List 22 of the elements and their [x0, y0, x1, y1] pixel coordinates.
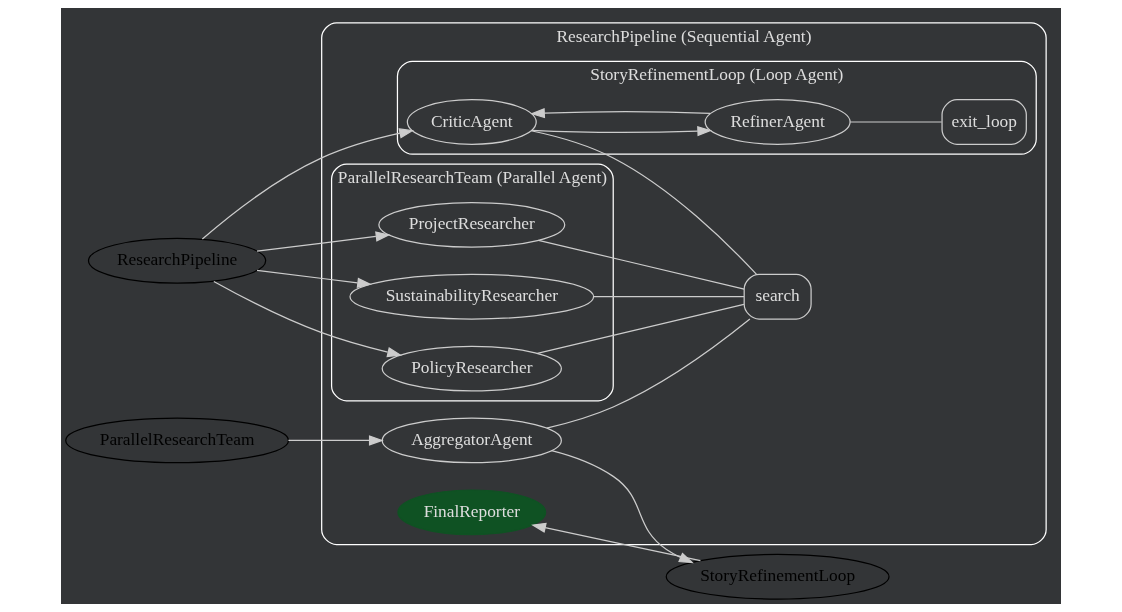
connector	[537, 239, 745, 290]
arrow	[201, 128, 415, 240]
arrow	[287, 435, 384, 446]
connector	[849, 121, 943, 123]
connector	[546, 318, 751, 429]
connector	[536, 303, 745, 354]
arrow	[213, 280, 403, 358]
connector	[593, 296, 745, 298]
node-box: exit_loop	[941, 99, 1027, 145]
node-ellipse: CriticAgent	[406, 99, 537, 145]
node-box: search	[743, 273, 812, 320]
connector	[530, 130, 758, 275]
node-ellipse: RefinerAgent	[704, 99, 851, 145]
arrow	[256, 269, 373, 288]
arrow	[530, 107, 711, 119]
node-ellipse: AggregatorAgent	[381, 417, 562, 464]
arrow	[531, 125, 713, 137]
arrow	[256, 231, 391, 252]
node-ellipse: SustainabilityResearcher	[349, 273, 595, 320]
node-ellipse: ProjectResearcher	[378, 201, 566, 248]
arrow	[531, 522, 702, 562]
arrow	[551, 450, 694, 564]
